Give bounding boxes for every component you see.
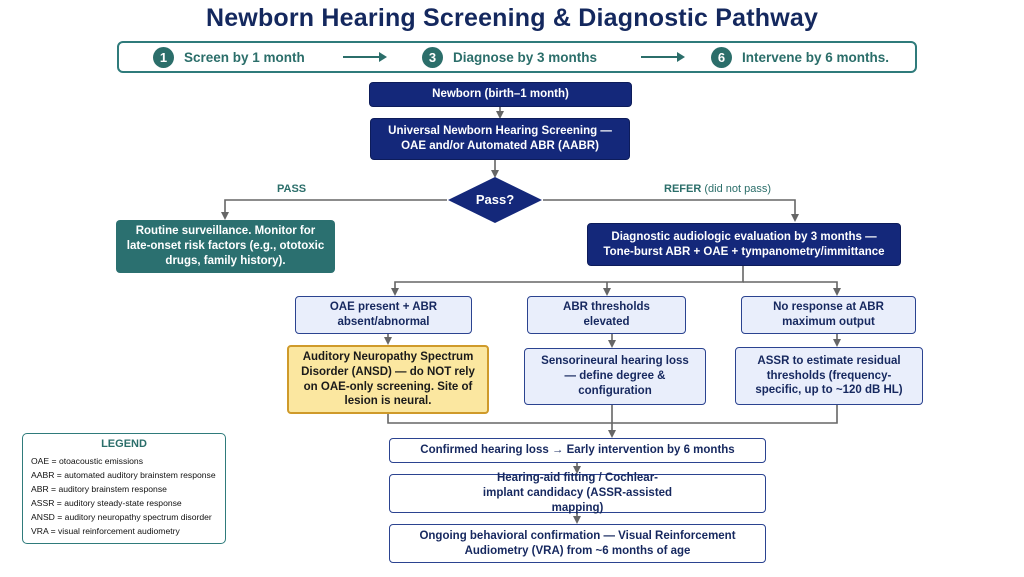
legend-item: VRA = visual reinforcement audiometry — [31, 526, 180, 536]
node-ansd: Auditory Neuropathy Spectrum Disorder (A… — [287, 345, 489, 414]
legend-title: LEGEND — [101, 438, 147, 450]
refer-label: REFER — [664, 183, 702, 195]
decision-diamond — [448, 177, 542, 223]
timeline-step-intervene: 6 Intervene by 6 months. — [711, 47, 889, 68]
timeline-bar: 1 Screen by 1 month 3 Diagnose by 3 mont… — [117, 41, 917, 73]
legend-item: OAE = otoacoustic emissions — [31, 456, 144, 466]
node-diagnostic-evaluation: Diagnostic audiologic evaluation by 3 mo… — [587, 223, 901, 266]
node-screening: Universal Newborn Hearing Screening — OA… — [370, 118, 630, 160]
step-label: Diagnose by 3 months — [453, 50, 598, 65]
step-number-badge: 1 — [153, 47, 174, 68]
node-confirmed-loss: Confirmed hearing loss → Early intervent… — [389, 438, 766, 463]
node-routine-surveillance: Routine surveillance. Monitor for late-o… — [116, 220, 335, 273]
page-title: Newborn Hearing Screening & Diagnostic P… — [205, 4, 819, 32]
node-abr-elevated: ABR thresholds elevated — [527, 296, 686, 334]
legend-item: ANSD = auditory neuropathy spectrum diso… — [31, 512, 212, 522]
refer-note: (did not pass) — [704, 183, 771, 195]
legend-item: ASSR = auditory steady-state response — [31, 498, 182, 508]
step-label: Screen by 1 month — [184, 50, 305, 65]
step-label: Intervene by 6 months. — [742, 50, 890, 65]
legend-item: AABR = automated auditory brainstem resp… — [31, 470, 216, 480]
step-number-badge: 3 — [422, 47, 443, 68]
node-assr: ASSR to estimate residual thresholds (fr… — [735, 347, 923, 405]
node-sensorineural: Sensorineural hearing loss — define degr… — [524, 348, 706, 405]
edge-label-pass: PASS — [277, 183, 307, 195]
legend-item: ABR = auditory brainstem response — [31, 484, 167, 494]
timeline-arrow-icon — [641, 52, 685, 62]
node-ongoing-confirmation: Ongoing behavioral confirmation — Visual… — [389, 524, 766, 563]
decision-label: Pass? — [475, 191, 515, 207]
step-number-badge: 6 — [711, 47, 732, 68]
node-newborn: Newborn (birth–1 month) — [369, 82, 632, 107]
legend: LEGEND OAE = otoacoustic emissions AABR … — [22, 433, 226, 544]
node-no-response: No response at ABR maximum output — [741, 296, 916, 334]
node-fitting: Hearing-aid fitting / Cochlear-implant c… — [389, 472, 766, 514]
node-oae-present: OAE present + ABR absent/abnormal — [295, 296, 472, 334]
timeline-step-diagnose: 3 Diagnose by 3 months — [422, 47, 597, 68]
timeline-arrow-icon — [343, 52, 387, 62]
edge-label-refer: REFER (did not pass) — [664, 183, 771, 195]
timeline-step-screen: 1 Screen by 1 month — [153, 47, 305, 68]
